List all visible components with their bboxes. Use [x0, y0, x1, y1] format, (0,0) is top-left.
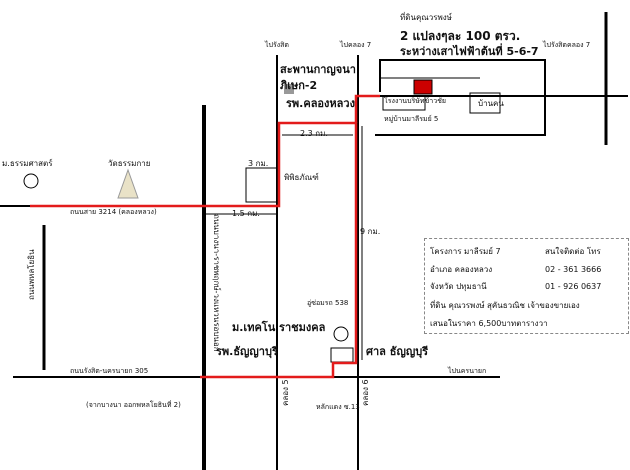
land-plot-red — [413, 79, 433, 95]
hospital-label: รพ.คลองหลวง — [286, 97, 355, 110]
temple-label: วัดธรรมกาย — [108, 159, 151, 168]
uni-icon — [333, 326, 349, 342]
project-label: โครงการ มาลีรมย์ 7 — [430, 247, 501, 256]
district-label: อำเภอ คลองหลวง — [430, 265, 493, 274]
route-line-top — [354, 94, 380, 123]
garage-box — [330, 347, 354, 363]
distance-3: 1.5 กม. — [232, 209, 260, 218]
distance-2: 3 กม. — [248, 159, 269, 168]
bangna-route-label: ถนนบางนา-ราชพฤกษ์-วงแหวนรอบนอก — [212, 214, 221, 352]
bridge-label: สะพานกาญจนา — [280, 63, 356, 76]
house-box — [469, 92, 501, 114]
to-khlong7-label: ไปคลอง 7 — [340, 41, 372, 49]
garage-label: อู่ซ่อมรถ 538 — [307, 299, 349, 307]
owner-line: ที่ดิน คุณวรพงษ์ สุคันธวณิช เจ้าของขายเอ… — [430, 301, 580, 310]
to-nakhonnayok-label: ไปนครนายก — [448, 367, 487, 375]
parcel-outline — [375, 59, 546, 136]
bridge-icon — [284, 84, 294, 94]
contact-box — [424, 238, 629, 334]
dhammasat-label: ม.ธรรมศาสตร์ — [2, 159, 53, 168]
khlong5-label: คลอง 5 — [281, 379, 290, 406]
museum-label: พิพิธภัณฑ์ — [284, 173, 319, 182]
rice-mill-label: โรงงานบริษัทข้าวชัย — [384, 97, 447, 105]
route-line — [30, 121, 358, 379]
price-line: เสนอในราคา 6,500บาทตารางวา — [430, 319, 548, 328]
museum-box — [245, 167, 279, 203]
uni-label: ม.เทคโน ราชมงคล — [232, 321, 326, 334]
from-bangna-label: (จากบางนา ออกพหลโยธินที่ 2) — [86, 401, 181, 409]
thanyaburi-hosp-label: รพ.ธัญญาบุรี — [216, 345, 278, 358]
distance-4: 9 กม. — [360, 227, 381, 236]
khlong6-label: คลอง 6 — [361, 379, 370, 406]
rice-mill-box — [382, 95, 426, 111]
house-label: บ้านคน — [478, 99, 504, 108]
to-rangsit-label: ไปรังสิต — [265, 41, 289, 49]
to-rangsit-k7-label: ไปรังสิตคลอง 7 — [543, 41, 591, 49]
dhammasat-icon — [23, 173, 39, 189]
phone1-label[interactable]: 02 - 361 3666 — [545, 265, 602, 274]
bridge-alt-label: ภิเษก-2 — [280, 79, 318, 92]
village-marker-label: หลักแดง ซ.13 — [316, 403, 360, 411]
distance-1: 2.3 กม. — [300, 129, 328, 138]
interest-label: สนใจติดต่อ โทร — [545, 247, 601, 256]
land-poles: ระหว่างเสาไฟฟ้าต้นที่ 5-6-7 — [400, 45, 539, 58]
province-label: จังหวัด ปทุมธานี — [430, 282, 487, 291]
court-label: ศาล ธัญญบุรี — [366, 345, 429, 358]
road-305-label: ถนนรังสิต-นครนายก 305 — [70, 367, 149, 375]
village5-label: หมู่บ้านมาลีรมย์ 5 — [384, 115, 439, 123]
phahonyothin-label: ถนนพหลโยธิน — [27, 249, 36, 300]
road-3214-label: ถนนสาย 3214 (คลองหลวง) — [70, 208, 157, 216]
phone2-label[interactable]: 01 - 926 0637 — [545, 282, 602, 291]
land-size: 2 แปลงๆละ 100 ตรว. — [400, 29, 521, 43]
land-owner-heading: ที่ดินคุณวรพงษ์ — [400, 13, 452, 22]
temple-icon — [117, 168, 139, 199]
